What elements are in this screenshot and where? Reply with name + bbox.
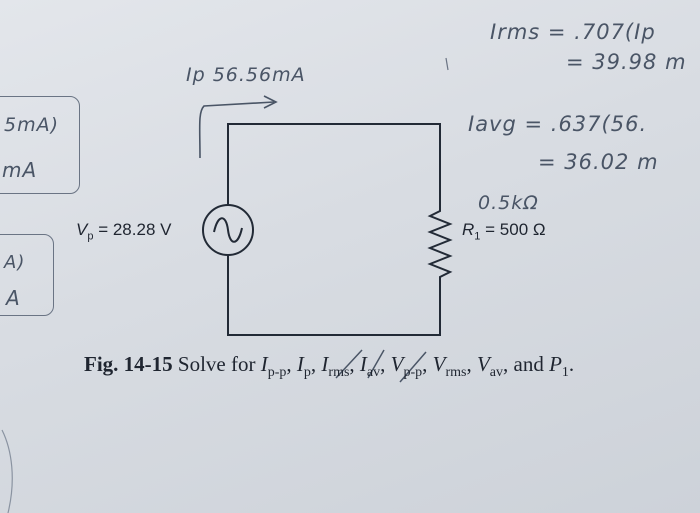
- circuit-wire: [227, 123, 441, 205]
- cross-out-mark: [335, 349, 363, 379]
- resistance-kohm-note: 0.5kΩ: [478, 192, 539, 214]
- iavg-result-note: = 36.02 m: [538, 150, 659, 174]
- resistor-label: R1 = 500 Ω: [462, 220, 546, 243]
- current-arrow-icon: [198, 101, 275, 159]
- margin-note-box-bottom: [0, 234, 54, 316]
- figure-number: Fig. 14-15: [84, 352, 173, 376]
- stray-mark: [445, 57, 449, 71]
- ac-source-symbol: [202, 204, 254, 256]
- caption-prefix: Solve for: [177, 352, 256, 376]
- margin-note-3: A): [4, 252, 26, 273]
- margin-note-4: A: [6, 286, 21, 310]
- page-curve-line: [1, 429, 13, 513]
- source-voltage-label: Vp = 28.28 V: [76, 220, 172, 243]
- iavg-formula-note: Iavg = .637(56.: [468, 112, 648, 136]
- margin-note-box-top: [0, 96, 80, 194]
- circuit-wire-bottom: [227, 255, 441, 336]
- irms-formula-note: Irms = .707(Ip: [490, 20, 656, 44]
- cross-out-mark: [399, 351, 427, 383]
- peak-current-note: Ip 56.56mA: [186, 64, 306, 86]
- margin-note-1: 5mA): [4, 114, 60, 136]
- margin-note-2: mA: [2, 158, 38, 182]
- arrowhead-icon: [263, 95, 278, 109]
- irms-result-note: = 39.98 m: [566, 50, 687, 74]
- figure-caption: Fig. 14-15 Solve for Ip-p, Ip, Irms, Iav…: [84, 352, 575, 381]
- resistor-symbol: [427, 205, 453, 283]
- cross-out-mark: [367, 349, 385, 379]
- sine-wave-icon: [213, 217, 243, 243]
